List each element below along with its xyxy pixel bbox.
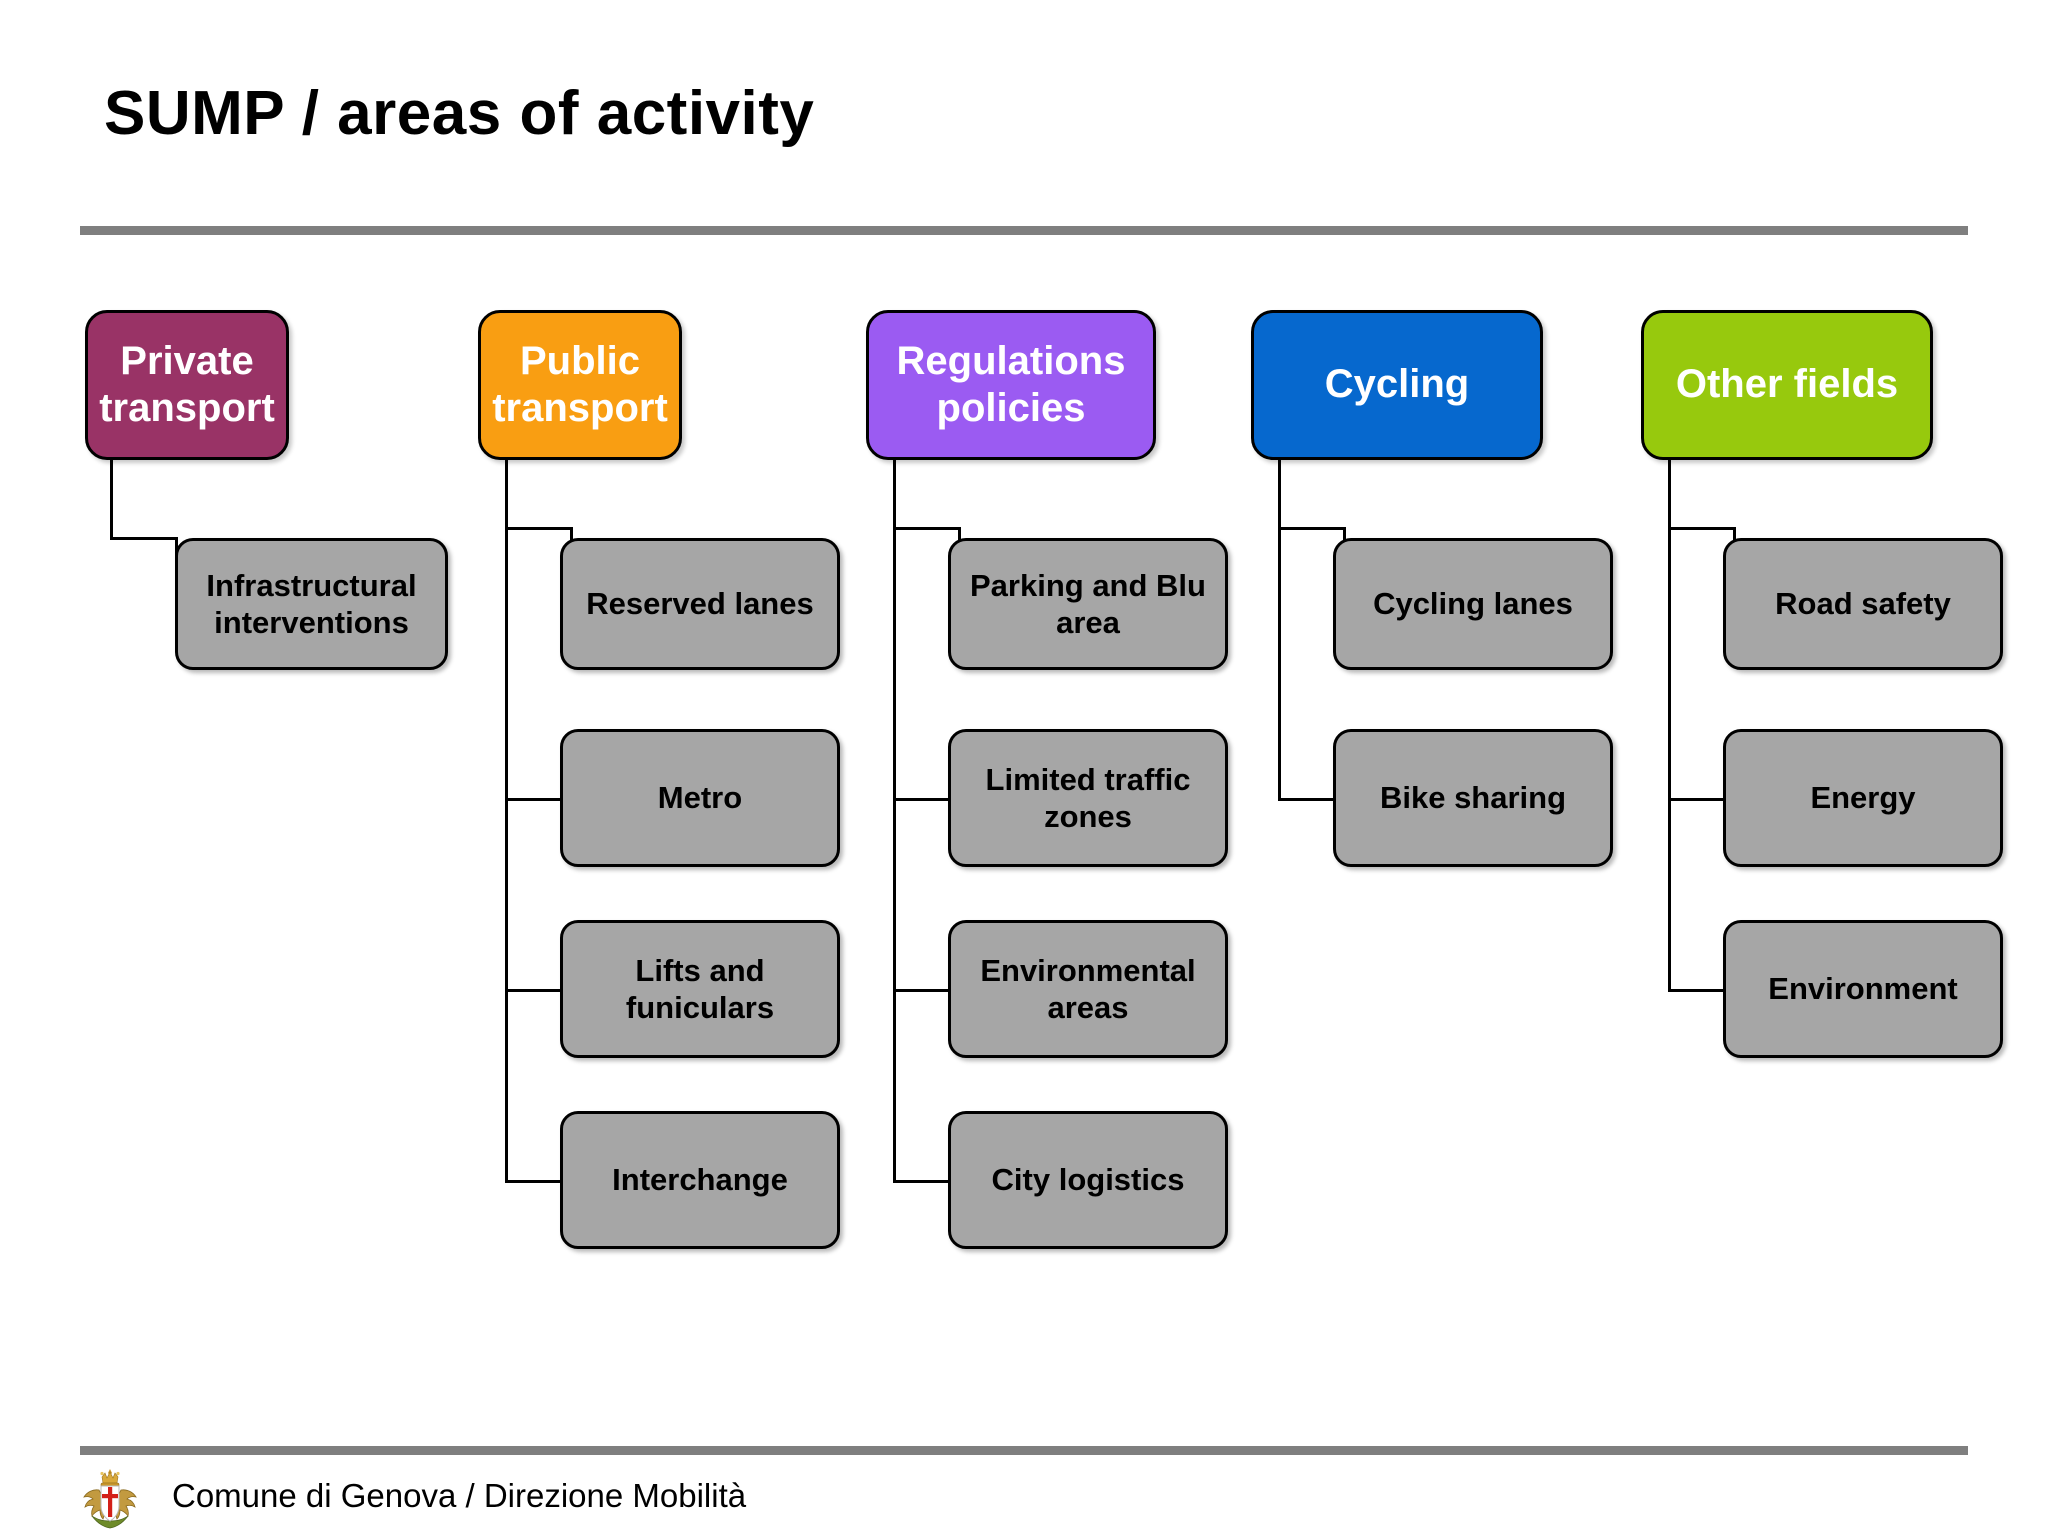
category-box-public-transport[interactable]: Public transport <box>478 310 682 460</box>
item-box-reserved-lanes[interactable]: Reserved lanes <box>560 538 840 670</box>
item-box-interchange[interactable]: Interchange <box>560 1111 840 1249</box>
item-box-energy[interactable]: Energy <box>1723 729 2003 867</box>
connector-trunk-public-transport <box>505 460 508 1183</box>
connector-trunk-cycling <box>1278 460 1281 801</box>
connector-branch-public-transport-1 <box>505 527 573 530</box>
connector-trunk-private-transport <box>110 460 113 540</box>
connector-branch-other-fields-3 <box>1668 989 1736 992</box>
category-box-cycling[interactable]: Cycling <box>1251 310 1543 460</box>
item-box-road-safety[interactable]: Road safety <box>1723 538 2003 670</box>
connector-branch-private-transport-1 <box>110 537 178 540</box>
title-divider-rule <box>80 226 1968 235</box>
page-title: SUMP / areas of activity <box>104 79 815 148</box>
category-box-private-transport[interactable]: Private transport <box>85 310 289 460</box>
connector-branch-cycling-1 <box>1278 527 1346 530</box>
item-box-city-logistics[interactable]: City logistics <box>948 1111 1228 1249</box>
item-box-parking-and-blu-area[interactable]: Parking and Blu area <box>948 538 1228 670</box>
connector-trunk-regulations-policies <box>893 460 896 1183</box>
item-box-infrastructural-interventions[interactable]: Infrastructural interventions <box>175 538 448 670</box>
item-box-limited-traffic-zones[interactable]: Limited traffic zones <box>948 729 1228 867</box>
category-box-regulations-policies[interactable]: Regulations policies <box>866 310 1156 460</box>
item-box-lifts-and-funiculars[interactable]: Lifts and funiculars <box>560 920 840 1058</box>
footer-organization-label: Comune di Genova / Direzione Mobilità <box>172 1477 747 1514</box>
connector-branch-regulations-policies-3 <box>893 989 961 992</box>
item-box-environmental-areas[interactable]: Environmental areas <box>948 920 1228 1058</box>
connector-branch-public-transport-4 <box>505 1180 573 1183</box>
connector-branch-other-fields-1 <box>1668 527 1736 530</box>
connector-branch-other-fields-2 <box>1668 798 1736 801</box>
connector-branch-regulations-policies-1 <box>893 527 961 530</box>
item-box-bike-sharing[interactable]: Bike sharing <box>1333 729 1613 867</box>
connector-branch-regulations-policies-4 <box>893 1180 961 1183</box>
item-box-cycling-lanes[interactable]: Cycling lanes <box>1333 538 1613 670</box>
connector-trunk-other-fields <box>1668 460 1671 992</box>
connector-branch-cycling-2 <box>1278 798 1346 801</box>
connector-branch-public-transport-3 <box>505 989 573 992</box>
connector-branch-public-transport-2 <box>505 798 573 801</box>
category-box-other-fields[interactable]: Other fields <box>1641 310 1933 460</box>
connector-branch-regulations-policies-2 <box>893 798 961 801</box>
footer-divider-rule <box>80 1446 1968 1455</box>
item-box-environment[interactable]: Environment <box>1723 920 2003 1058</box>
genoa-coat-of-arms-icon <box>78 1466 142 1532</box>
item-box-metro[interactable]: Metro <box>560 729 840 867</box>
